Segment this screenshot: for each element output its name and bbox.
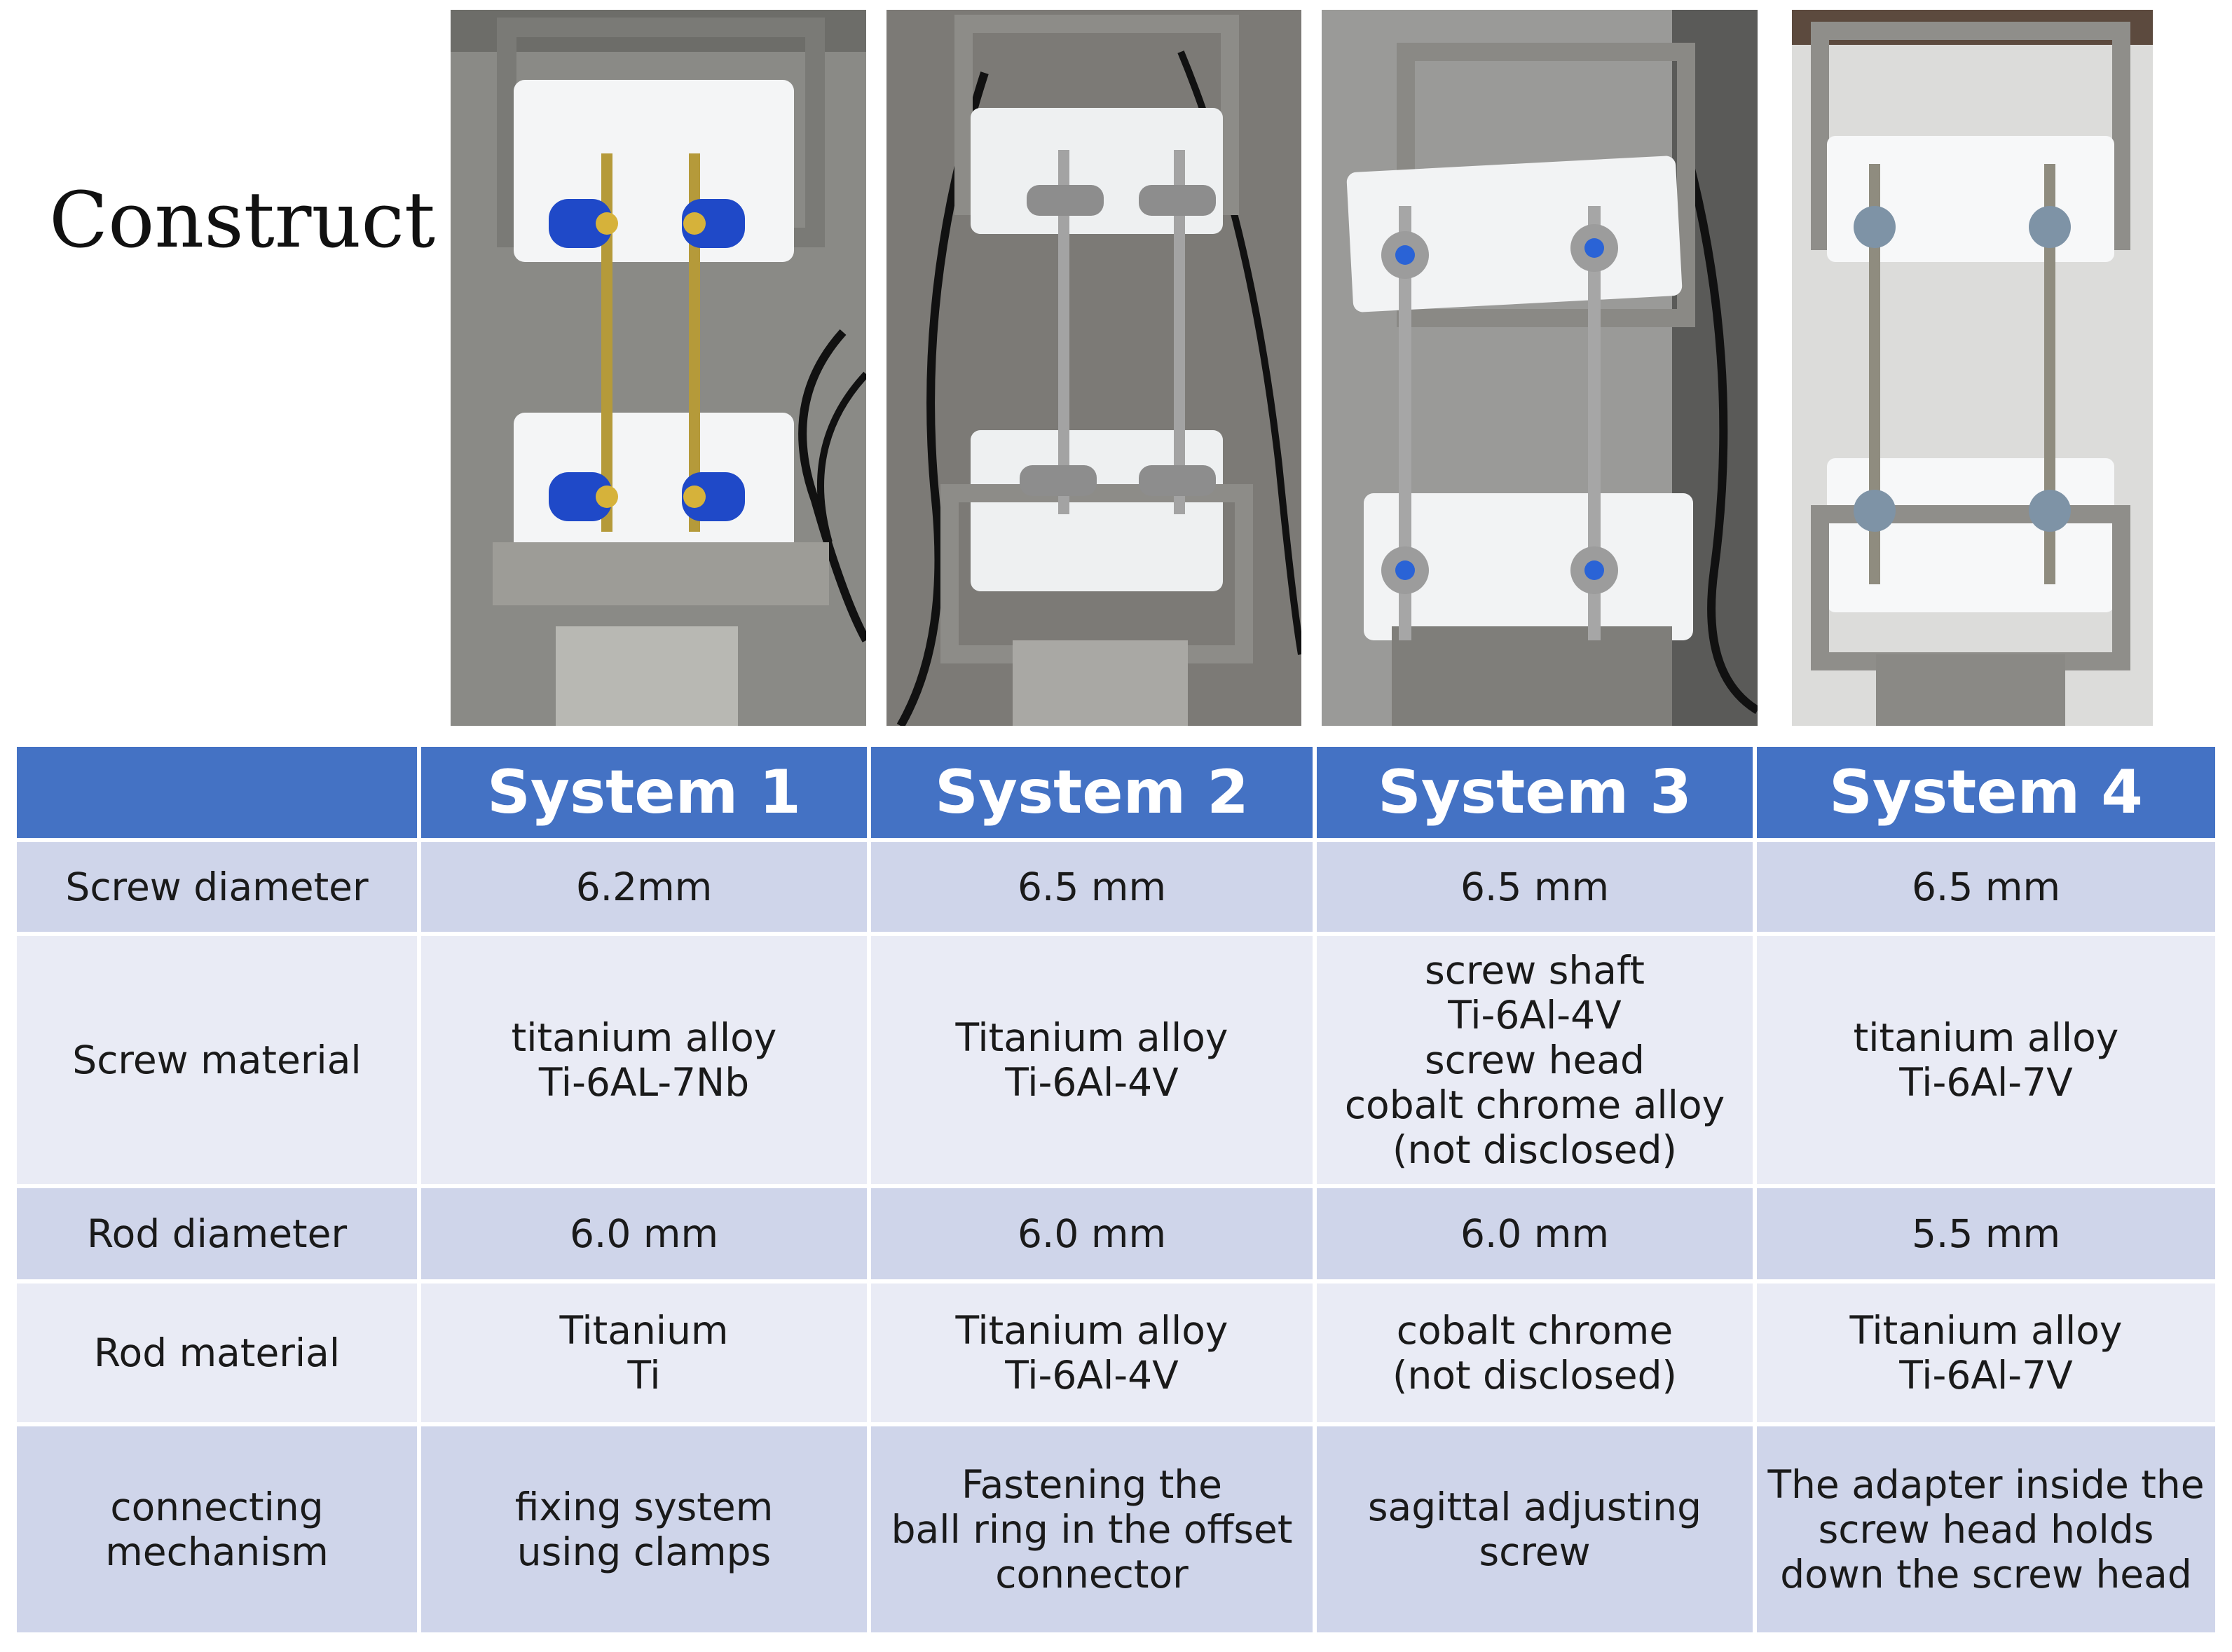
table-cell: titanium alloy Ti-6Al-7V bbox=[1753, 932, 2219, 1188]
table-row: Screw material titanium alloy Ti-6AL-7Nb… bbox=[13, 932, 2219, 1188]
construct-label: Construct bbox=[49, 175, 436, 265]
construct-photo-system-3 bbox=[1322, 10, 1758, 726]
table-cell: Titanium Ti bbox=[417, 1279, 871, 1426]
table-row: connecting mechanism fixing system using… bbox=[13, 1422, 2219, 1637]
table-cell: 6.0 mm bbox=[1313, 1184, 1757, 1283]
specification-table: System 1 System 2 System 3 System 4 Scre… bbox=[13, 743, 2219, 1637]
table-cell: 6.2mm bbox=[417, 838, 871, 936]
table-row: Rod material Titanium Ti Titanium alloy … bbox=[13, 1279, 2219, 1426]
table-cell: fixing system using clamps bbox=[417, 1422, 871, 1637]
table-row: Rod diameter 6.0 mm 6.0 mm 6.0 mm 5.5 mm bbox=[13, 1184, 2219, 1283]
table-cell: titanium alloy Ti-6AL-7Nb bbox=[417, 932, 871, 1188]
table-cell: Titanium alloy Ti-6Al-4V bbox=[867, 932, 1317, 1188]
table-cell: The adapter inside the screw head holds … bbox=[1753, 1422, 2219, 1637]
table-cell: Titanium alloy Ti-6Al-7V bbox=[1753, 1279, 2219, 1426]
table-cell: sagittal adjusting screw bbox=[1313, 1422, 1757, 1637]
construct-photo-graphic bbox=[1322, 10, 1758, 726]
construct-photo-graphic bbox=[451, 10, 866, 726]
table-row: Screw diameter 6.2mm 6.5 mm 6.5 mm 6.5 m… bbox=[13, 838, 2219, 936]
table-cell: 5.5 mm bbox=[1753, 1184, 2219, 1283]
table-cell: 6.5 mm bbox=[1313, 838, 1757, 936]
column-header-system-3: System 3 bbox=[1313, 743, 1757, 842]
table-cell: 6.0 mm bbox=[417, 1184, 871, 1283]
header-corner bbox=[13, 743, 421, 842]
column-header-system-1: System 1 bbox=[417, 743, 871, 842]
construct-photo-system-4 bbox=[1792, 10, 2153, 726]
construct-photo-system-2 bbox=[886, 10, 1301, 726]
column-header-system-2: System 2 bbox=[867, 743, 1317, 842]
row-label: Rod material bbox=[13, 1279, 421, 1426]
row-label: Rod diameter bbox=[13, 1184, 421, 1283]
table-cell: 6.5 mm bbox=[867, 838, 1317, 936]
row-label: Screw diameter bbox=[13, 838, 421, 936]
table-cell: Titanium alloy Ti-6Al-4V bbox=[867, 1279, 1317, 1426]
table-cell: 6.5 mm bbox=[1753, 838, 2219, 936]
table-cell: Fastening the ball ring in the offset co… bbox=[867, 1422, 1317, 1637]
column-header-system-4: System 4 bbox=[1753, 743, 2219, 842]
table-cell: screw shaft Ti-6Al-4V screw head cobalt … bbox=[1313, 932, 1757, 1188]
table-cell: cobalt chrome (not disclosed) bbox=[1313, 1279, 1757, 1426]
construct-photo-graphic bbox=[1792, 10, 2153, 726]
table-header-row: System 1 System 2 System 3 System 4 bbox=[13, 743, 2219, 842]
row-label: connecting mechanism bbox=[13, 1422, 421, 1637]
table-cell: 6.0 mm bbox=[867, 1184, 1317, 1283]
construct-photo-graphic bbox=[886, 10, 1301, 726]
construct-photo-system-1 bbox=[451, 10, 866, 726]
row-label: Screw material bbox=[13, 932, 421, 1188]
